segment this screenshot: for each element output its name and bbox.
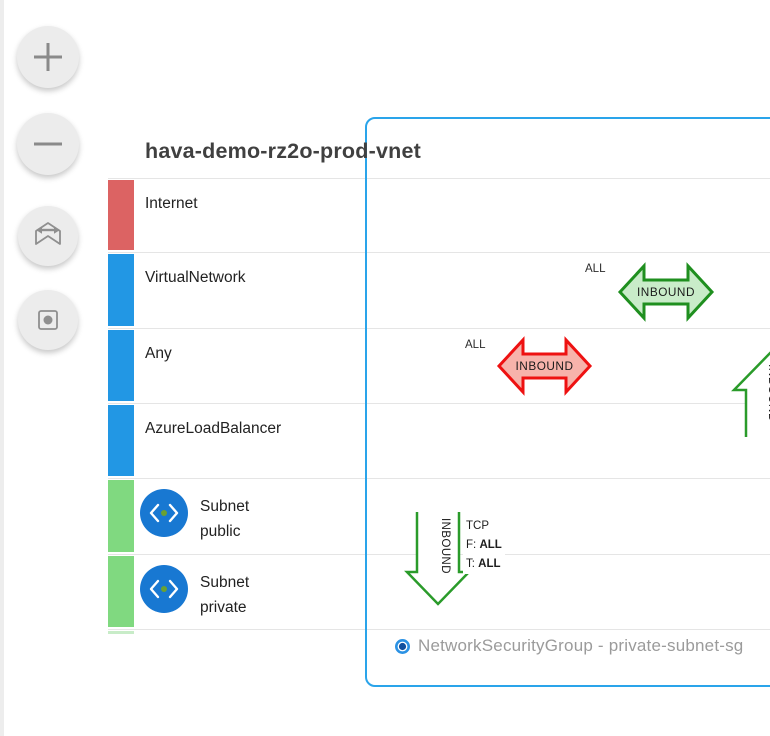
row-sublabel: public (200, 523, 241, 541)
row-color-bar (108, 329, 134, 401)
row-color-bar (108, 254, 134, 326)
row-label-group: Subnet public (200, 494, 249, 544)
rule-scope-label: ALL (585, 263, 606, 275)
row-any[interactable]: Any (108, 328, 770, 404)
row-azureloadbalancer[interactable]: AzureLoadBalancer (108, 403, 770, 480)
vnet-title: hava-demo-rz2o-prod-vnet (145, 139, 421, 163)
subnet-icon (140, 564, 188, 613)
minus-icon (34, 142, 62, 146)
center-focus-icon (38, 310, 58, 330)
row-label: Internet (145, 195, 198, 212)
security-matrix: Internet VirtualNetwork Any AzureLoadBal… (108, 178, 770, 630)
row-sublabel: private (200, 598, 247, 616)
inbound-rule-arrow-down[interactable]: INBOUND (402, 510, 474, 608)
from-ports: F: ALL (466, 539, 502, 551)
arrow-label: INBOUND (439, 518, 451, 574)
zoom-out-button[interactable] (17, 113, 79, 175)
row-label-group: Subnet private (200, 570, 249, 620)
row-color-bar (108, 180, 134, 251)
row-color-bar (108, 404, 134, 477)
network-security-group-item[interactable]: NetworkSecurityGroup - private-subnet-sg (395, 636, 743, 656)
nsg-label: NetworkSecurityGroup - private-subnet-sg (418, 636, 744, 655)
row-color-bar (108, 555, 134, 627)
plus-icon (34, 43, 62, 71)
row-color-bar (108, 480, 134, 552)
arrow-label: INBOUND (766, 364, 770, 422)
row-internet[interactable]: Internet (108, 178, 770, 254)
map-fit-icon (35, 222, 61, 245)
row-label: Any (145, 344, 172, 362)
page-edge-divider (0, 0, 4, 736)
center-focus-button[interactable] (18, 290, 78, 350)
protocol-label: TCP (466, 520, 489, 532)
to-ports: T: ALL (466, 558, 501, 570)
zoom-in-button[interactable] (17, 26, 79, 88)
inbound-rule-arrow-any[interactable]: INBOUND (496, 334, 593, 398)
arrow-label: INBOUND (516, 361, 574, 373)
inbound-rule-arrow-up[interactable]: INBOUND (728, 342, 770, 442)
nsg-icon (395, 638, 410, 654)
row-label: AzureLoadBalancer (145, 419, 282, 437)
row-label: Subnet (200, 498, 250, 516)
fit-to-view-button[interactable] (18, 206, 78, 266)
arrow-label: INBOUND (637, 287, 695, 299)
subnet-icon (140, 489, 188, 538)
row-color-bar-sliver (108, 631, 134, 634)
inbound-rule-arrow-virtualnetwork[interactable]: INBOUND (617, 260, 715, 324)
row-label: VirtualNetwork (145, 269, 246, 287)
rule-protocol-block: TCP F: ALL T: ALL (463, 517, 505, 574)
rule-scope-label: ALL (465, 339, 486, 351)
row-label: Subnet (200, 573, 250, 591)
row-virtualnetwork[interactable]: VirtualNetwork (108, 253, 770, 329)
